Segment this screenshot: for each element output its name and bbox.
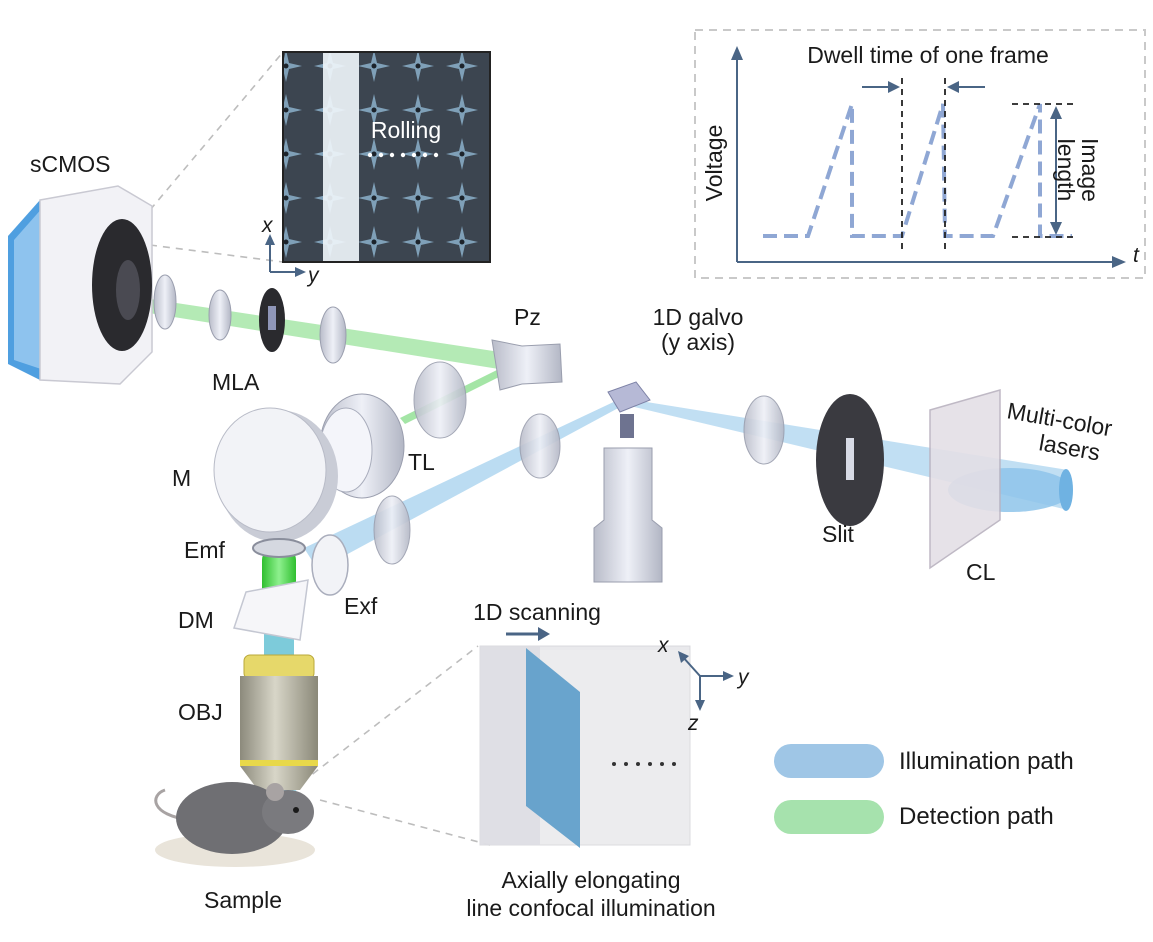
time-label: t	[1133, 244, 1140, 267]
scan-slab	[526, 648, 580, 848]
dichroic-mirror	[233, 579, 309, 641]
galvo-label-line2: (y axis)	[661, 329, 735, 355]
objective-band	[240, 760, 318, 766]
rolling-label: Rolling	[371, 117, 441, 143]
detection-beam-horizontal	[130, 296, 505, 370]
exf-label: Exf	[344, 593, 378, 619]
emission-filter	[252, 538, 306, 558]
mla-label: MLA	[212, 369, 260, 395]
legend-illumination-label: Illumination path	[899, 748, 1074, 775]
dm-label: DM	[178, 607, 214, 633]
dwell-label: Dwell time of one frame	[807, 42, 1049, 68]
slit-opening	[846, 438, 854, 480]
volume-left	[480, 646, 540, 845]
rolling-band	[323, 53, 359, 261]
inset-y-arrow-icon	[731, 46, 743, 60]
component-labels: sCMOS MLA Pz 1D galvo (y axis) TL M Emf …	[30, 151, 1114, 921]
piezo-pz	[491, 339, 563, 391]
volume-x-arrow-icon	[678, 651, 689, 663]
scan-ramp-series	[763, 103, 1072, 238]
rolling-dots	[367, 152, 439, 158]
galvo-mirror	[607, 381, 651, 413]
pz-label: Pz	[514, 304, 541, 330]
volume-x-label: x	[657, 634, 670, 657]
zoom-guides	[149, 51, 491, 846]
mouse-sample	[154, 782, 315, 867]
legend-detection-label: Detection path	[899, 803, 1054, 830]
sensor-zoom: Rolling x y	[261, 51, 491, 287]
lens-1	[153, 274, 177, 330]
lens-4	[413, 361, 467, 439]
dwell-arrowhead-left-icon	[888, 81, 900, 93]
slit-label: Slit	[822, 521, 855, 547]
volume-z-arrow-icon	[695, 700, 705, 711]
caption-line1: Axially elongating	[501, 867, 680, 893]
relay-lens-1	[373, 495, 411, 565]
galvo-label-line1: 1D galvo	[653, 304, 744, 330]
galvo-motor	[593, 447, 663, 583]
dwell-arrowhead-right-icon	[947, 81, 959, 93]
obj-label: OBJ	[178, 699, 223, 725]
volume-z-label: z	[687, 712, 699, 735]
camera-y-arrow-icon	[295, 267, 306, 277]
objective-collar	[243, 654, 315, 680]
mouse-ear	[266, 783, 284, 801]
m-label: M	[172, 465, 191, 491]
image-length-label-line1: Image	[1077, 138, 1103, 202]
illum-lens-3	[743, 395, 785, 465]
objective-barrel	[240, 676, 318, 762]
scmos-label: sCMOS	[30, 151, 111, 177]
mirror-face	[213, 407, 327, 533]
scan-arrowhead-icon	[538, 627, 550, 641]
galvo-stem	[620, 414, 634, 438]
scanning-label: 1D scanning	[473, 599, 601, 625]
inset-x-arrow-icon	[1112, 256, 1126, 268]
camera-x-label: x	[261, 214, 274, 237]
scmos-camera	[8, 185, 153, 385]
mouse-body	[176, 782, 288, 854]
image-length-arrowhead-bottom-icon	[1050, 222, 1062, 235]
emf-label: Emf	[184, 537, 226, 563]
voltage-label: Voltage	[701, 125, 727, 202]
image-length-label-line2: length	[1053, 139, 1079, 202]
tl-label: TL	[408, 449, 435, 475]
cl-label: CL	[966, 559, 996, 585]
legend: Illumination path Detection path	[774, 744, 1074, 834]
lens-2	[208, 289, 232, 341]
objective-tip	[240, 766, 318, 790]
illumination-optics	[373, 381, 1001, 583]
cylindrical-lens	[929, 389, 1001, 570]
legend-detection-swatch	[774, 800, 884, 834]
camera-aperture	[116, 260, 140, 320]
sample-label: Sample	[204, 887, 282, 913]
sensor-grid	[282, 51, 491, 263]
objective-lens	[240, 654, 318, 790]
camera-x-arrow-icon	[265, 234, 275, 245]
inset-frame	[694, 29, 1146, 279]
volume-dots	[612, 762, 676, 766]
lens-3	[319, 306, 347, 364]
timing-inset: Dwell time of one frame Voltage t Image …	[694, 29, 1146, 279]
mirror-m	[213, 407, 338, 542]
volume-y-arrow-icon	[723, 671, 734, 681]
image-length-arrowhead-top-icon	[1050, 106, 1062, 119]
caption-line2: line confocal illumination	[466, 895, 715, 921]
legend-illumination-swatch	[774, 744, 884, 778]
laser-rod-face	[1059, 469, 1073, 511]
camera-y-label: y	[306, 264, 320, 287]
mla-element	[268, 306, 276, 330]
excitation-filter	[311, 534, 349, 596]
mouse-eye	[293, 807, 299, 813]
filters-group	[233, 534, 349, 641]
volume-y-label: y	[736, 666, 750, 689]
relay-lens-2	[519, 413, 561, 479]
illumination-volume	[479, 627, 734, 848]
